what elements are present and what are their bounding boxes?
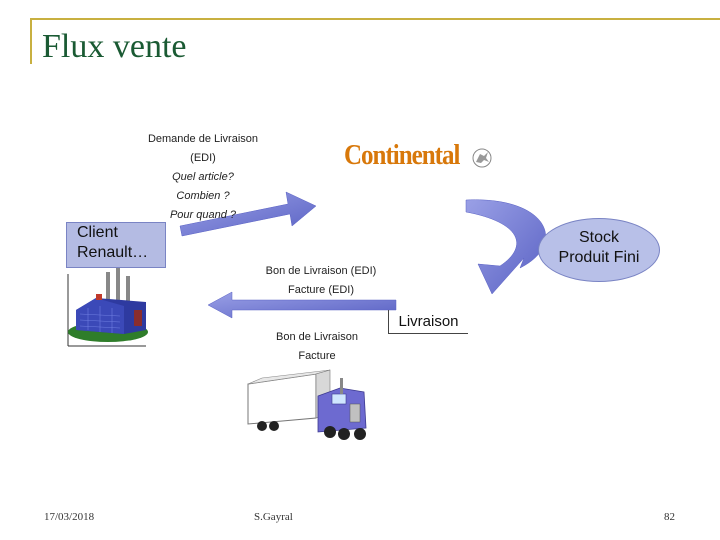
demande-line-2: (EDI) bbox=[190, 152, 216, 164]
bon-edi-line-2: Facture (EDI) bbox=[287, 284, 354, 296]
bon-livraison-edi-text: Bon de Livraison (EDI) Facture (EDI) bbox=[252, 262, 390, 300]
client-line-1: Client bbox=[77, 224, 118, 241]
footer-page-number: 82 bbox=[664, 511, 675, 523]
bon-fac-line-1: Bon de Livraison bbox=[276, 331, 358, 343]
truck-icon bbox=[247, 369, 367, 440]
demande-line-5: Pour quand ? bbox=[169, 209, 237, 221]
stock-line-1: Stock bbox=[578, 229, 619, 246]
livraison-label: Livraison bbox=[388, 310, 468, 334]
bon-fac-line-2: Facture bbox=[298, 350, 336, 362]
client-line-2: Renault… bbox=[77, 244, 149, 261]
footer-date: 17/03/2018 bbox=[44, 511, 95, 523]
demande-livraison-text: Demande de Livraison (EDI) Quel article?… bbox=[140, 130, 266, 225]
demande-line-4: Combien ? bbox=[176, 190, 230, 202]
client-box: Client Renault… bbox=[66, 222, 166, 268]
bon-livraison-facture-text: Bon de Livraison Facture bbox=[262, 328, 372, 366]
footer-author: S.Gayral bbox=[254, 511, 293, 523]
continental-horse-icon bbox=[472, 148, 492, 168]
demande-line-3: Quel article? bbox=[172, 171, 234, 183]
slide-title: Flux vente bbox=[42, 28, 187, 65]
demande-line-1: Demande de Livraison bbox=[147, 133, 259, 145]
arrow-stock-to-client bbox=[207, 291, 397, 319]
frame-top-line bbox=[30, 18, 720, 20]
arrow-curved-around-stock bbox=[465, 199, 546, 295]
stock-ellipse: Stock Produit Fini bbox=[538, 218, 660, 282]
arrow-client-to-continental bbox=[179, 191, 317, 237]
bon-edi-line-1: Bon de Livraison (EDI) bbox=[265, 265, 377, 277]
continental-logo: Continental bbox=[344, 139, 460, 171]
stock-line-2: Produit Fini bbox=[558, 249, 640, 266]
factory-icon bbox=[67, 268, 148, 347]
frame-left-line bbox=[30, 18, 32, 64]
